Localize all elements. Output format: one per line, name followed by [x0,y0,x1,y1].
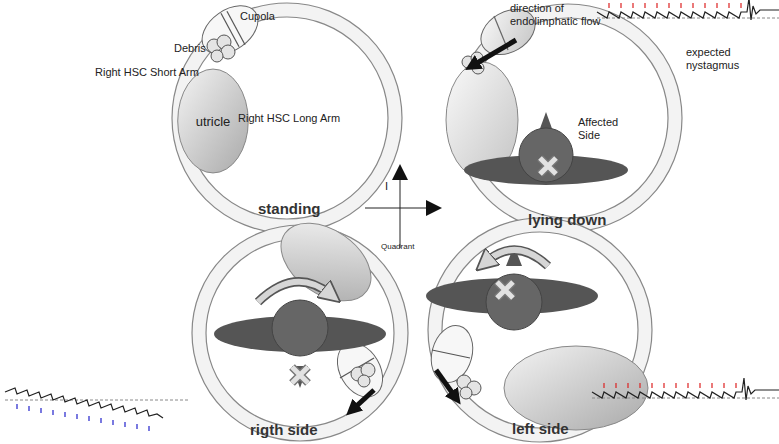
debris-particle [460,387,472,399]
canal-standing [172,0,402,233]
x-mark [292,367,308,383]
axis-vertical [400,172,401,248]
head-circle [519,128,573,182]
debris [207,35,235,62]
part-label: Cupola [240,10,275,23]
trace-baseline [5,400,190,401]
panel-caption: standing [258,202,321,215]
debris-particle [211,50,223,62]
affected-side-mark [540,158,556,174]
nystagmus-trace-top [597,0,779,20]
panel-caption: rigth side [250,423,318,436]
canal-inner [186,17,388,219]
x-mark-outline [292,367,308,383]
utricle-shape [178,69,249,173]
debris-particle [358,375,370,387]
canal-left-side [425,218,652,442]
rotation-arrow [258,282,330,302]
axis-label: I [385,180,388,193]
part-label: Right HSC Short Arm [95,66,199,79]
node-label: utricle [196,114,231,129]
cupola-ampulla [425,321,479,387]
nystagmus-trace-bottom-left [5,388,190,431]
utricle-ellipse [267,207,386,317]
rotation-arrow-outline [258,282,330,302]
x-mark [540,158,556,174]
trace-line [592,378,779,400]
x-mark-outline [497,282,513,298]
trace-ticks [604,383,736,388]
nystagmus-trace-bottom-right [592,378,779,400]
trace-ticks [609,3,741,8]
part-label: Debris [174,42,206,55]
cupola-ampulla [193,0,267,64]
trace-line [5,388,163,418]
flow-arrow [352,390,374,410]
trace-line [597,0,779,20]
affected-side-mark [292,367,308,383]
rotation-arrow-outline [486,250,548,266]
annotation: direction of endolimphatic flow [510,2,608,28]
annotation: expected nystagmus [686,46,758,72]
x-mark [497,282,513,298]
debris [351,363,375,387]
head-circle [272,300,328,356]
trace-ticks [17,404,149,431]
annotation: Affected Side [578,116,630,142]
panel-caption: left side [512,422,569,435]
panel-caption: lying down [528,213,606,226]
quadrant-axes [365,172,434,248]
head-nose [292,366,308,388]
flow-arrow [472,40,516,66]
head-circle [486,274,542,330]
cupola-membrane [432,350,470,358]
rotation-arrow [486,250,548,266]
part-label: Right HSC Long Arm [238,112,340,125]
debris [457,375,481,399]
flow-arrow [436,370,456,398]
utricle-ellipse [504,346,648,430]
affected-side-mark [497,282,513,298]
canal-lying-down [446,0,682,232]
axis-label: Quadrant [381,240,414,253]
canal-right-side [192,207,408,441]
x-mark-outline [540,158,556,174]
